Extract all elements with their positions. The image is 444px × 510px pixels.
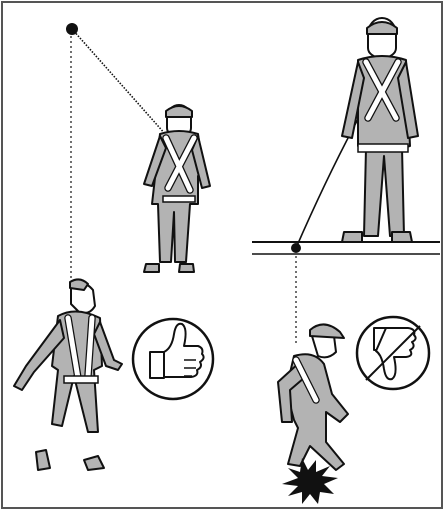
worker-falling	[278, 324, 348, 470]
thumbs-down-icon	[357, 317, 429, 389]
thumbs-up-icon	[133, 319, 213, 399]
worker-standing	[144, 105, 210, 272]
worker-suspended	[14, 279, 122, 470]
overhead-anchor-panel	[14, 23, 213, 470]
lifeline	[72, 29, 174, 144]
worker-standing-back	[342, 18, 418, 242]
low-anchor-panel	[252, 18, 440, 504]
